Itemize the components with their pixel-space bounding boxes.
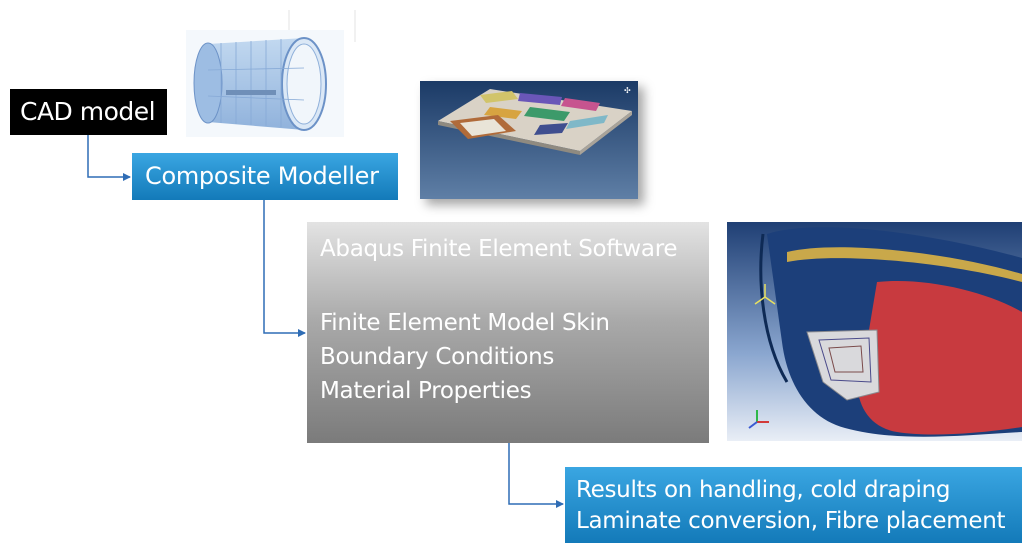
fem-fuselage-image xyxy=(727,222,1022,441)
results-line-laminate: Laminate conversion, Fibre placement xyxy=(576,508,1006,534)
composite-plate-image: ✣ xyxy=(420,81,638,199)
cad-cylinder-image xyxy=(186,30,344,137)
abaqus-line-boundary-conditions: Boundary Conditions xyxy=(320,344,555,370)
arrow-cad-to-modeller xyxy=(87,135,131,181)
svg-text:✣: ✣ xyxy=(624,86,631,95)
arrow-abaqus-to-results xyxy=(508,443,564,508)
abaqus-spacer xyxy=(320,266,709,306)
composite-modeller-label: Composite Modeller xyxy=(145,162,379,190)
cad-model-box: CAD model xyxy=(10,89,167,135)
abaqus-line-model-skin: Finite Element Model Skin xyxy=(320,310,610,336)
abaqus-box: Abaqus Finite Element Software Finite El… xyxy=(307,222,709,443)
results-box: Results on handling, cold draping Lamina… xyxy=(565,467,1022,543)
results-line-handling: Results on handling, cold draping xyxy=(576,477,951,503)
abaqus-line-material-properties: Material Properties xyxy=(320,378,532,404)
cad-model-label: CAD model xyxy=(20,97,156,126)
arrow-modeller-to-abaqus xyxy=(263,200,306,337)
abaqus-title: Abaqus Finite Element Software xyxy=(320,236,678,262)
composite-modeller-box: Composite Modeller xyxy=(132,153,398,200)
